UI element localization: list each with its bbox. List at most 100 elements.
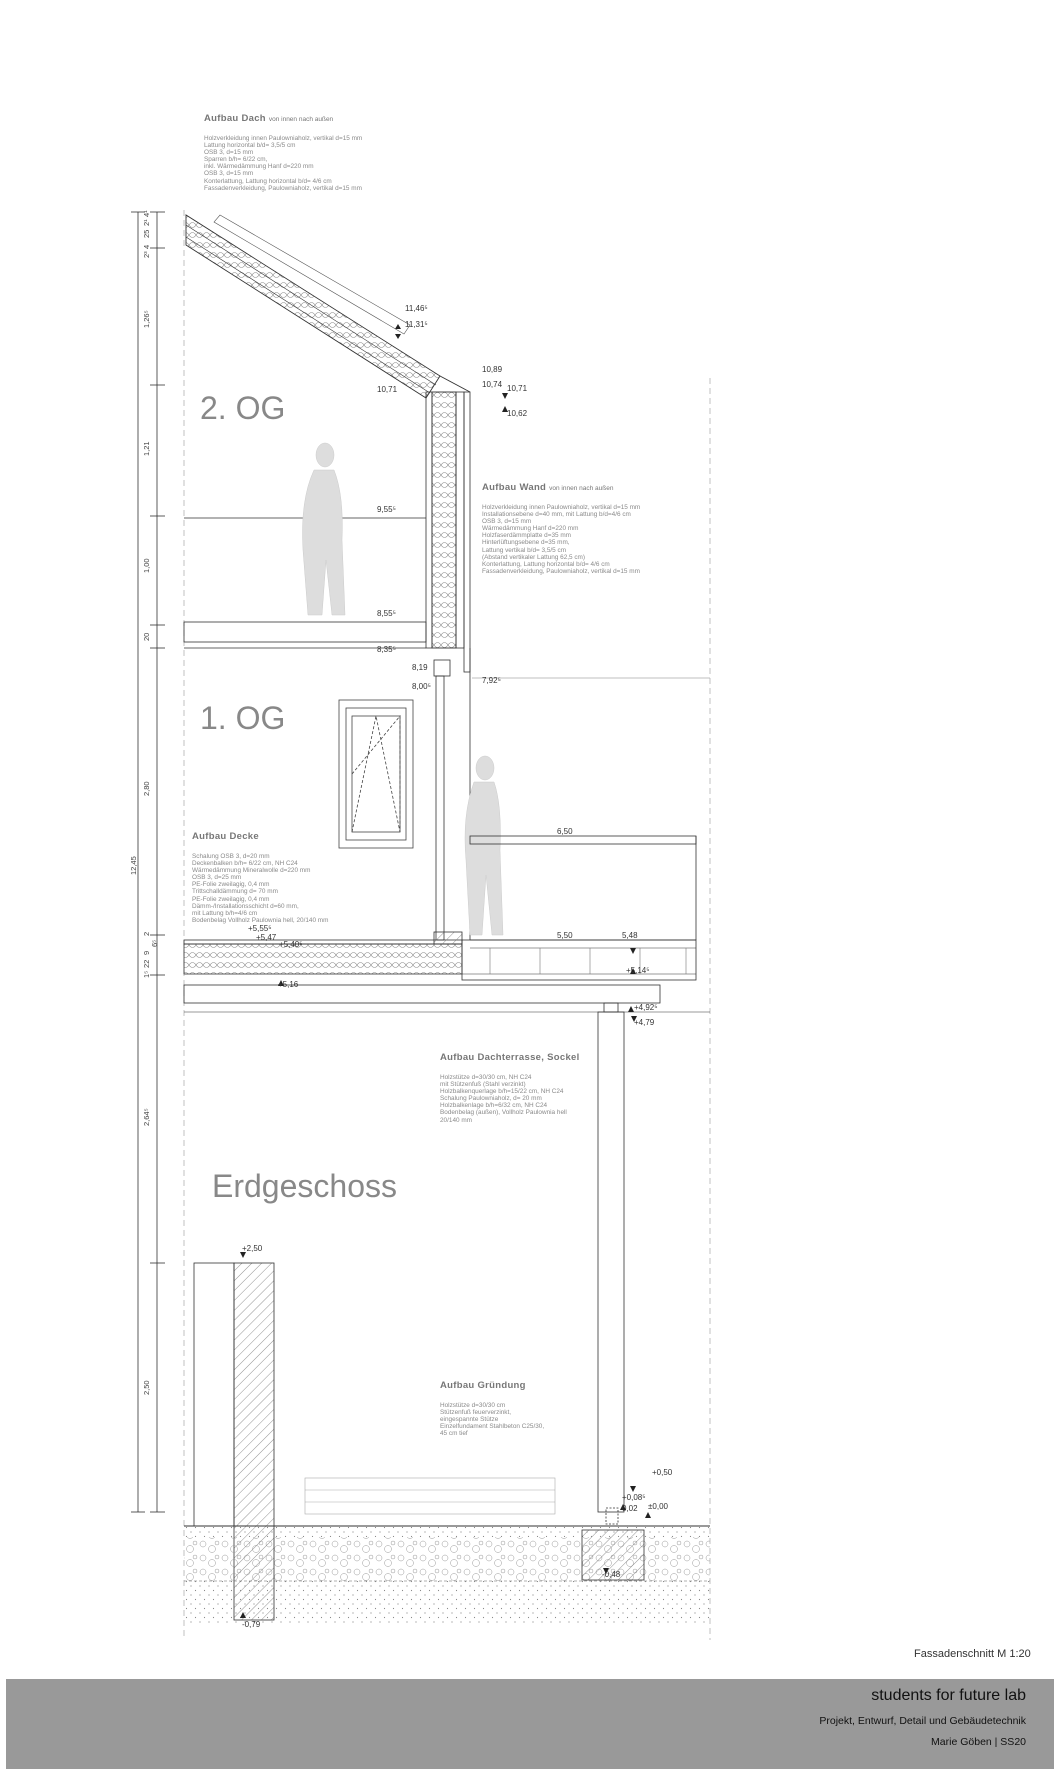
- block-line: OSB 3, d=25 mm: [192, 874, 242, 882]
- block-line: eingespannte Stütze: [440, 1416, 499, 1424]
- level-label: 5,50: [557, 931, 573, 940]
- block-line: Fassadenverkleidung, Paulowniaholz, vert…: [482, 567, 640, 575]
- level-label: 10,74: [482, 380, 503, 389]
- window: [338, 699, 414, 849]
- dim-label: 20: [142, 632, 151, 641]
- dim-label: 2,50: [142, 1380, 151, 1395]
- block-line: Holzbalkenquerlage b/h=15/22 cm, NH C24: [440, 1088, 564, 1096]
- level-label: +0,08⁵: [622, 1493, 646, 1502]
- level-label: +5,14⁵: [626, 966, 650, 975]
- level-label: 9,55⁵: [377, 505, 396, 514]
- dim-label: 9: [142, 950, 151, 955]
- level-label: 8,35⁵: [377, 645, 396, 654]
- block-line: Installationsebene d=40 mm, mit Lattung …: [482, 511, 631, 519]
- level-label: +0,50: [652, 1468, 673, 1477]
- block-line: Schalung OSB 3, d=20 mm: [192, 853, 270, 860]
- level-label: -0,79: [242, 1620, 261, 1629]
- level-label: 8,19: [412, 663, 428, 672]
- lab-name: students for future lab: [871, 1687, 1026, 1704]
- dim-label: 6⁵: [150, 939, 159, 947]
- block-line: mit Stützenfuß (Stahl verzinkt): [440, 1081, 526, 1089]
- level-label: ±0,00: [648, 1502, 668, 1511]
- dim-label: 2¹: [142, 219, 151, 226]
- dim-label: 4: [142, 244, 151, 249]
- drawing-scale: Fassadenschnitt M 1:20: [914, 1648, 1031, 1660]
- block-line: OSB 3, d=15 mm: [204, 170, 254, 178]
- dim-label: 2³: [142, 251, 151, 258]
- human-figure-icon: [302, 442, 504, 936]
- block-line: Deckenbalken b/h= 6/22 cm, NH C24: [192, 860, 298, 868]
- level-label: 7,92⁵: [482, 676, 501, 685]
- dim-label: 2: [142, 931, 151, 936]
- block-line: Lattung vertikal b/d= 3,5/5 cm: [482, 546, 567, 554]
- dim-label: 25: [142, 229, 151, 238]
- block-line: Konterlattung, Lattung horizontal b/d= 4…: [482, 560, 610, 568]
- floor-label-2og: 2. OG: [200, 390, 286, 426]
- level-label: 10,71: [377, 385, 398, 394]
- block-line: Trittschalldämmung d= 70 mm: [192, 888, 278, 896]
- timber-column: [597, 1002, 625, 1525]
- dim-label: 1⁵: [142, 970, 151, 978]
- block-line: PE-Folie zweilagig, 0,4 mm: [192, 881, 270, 889]
- block-line: inkl. Wärmedämmung Hanf d=220 mm: [204, 163, 314, 171]
- block-line: Bodenbelag (außen), Vollholz Paulownia h…: [440, 1109, 567, 1117]
- block-line: (Abstand vertikaler Lattung 62,5 cm): [482, 553, 586, 561]
- level-label: +5,40⁵: [279, 940, 303, 949]
- level-label: 8,00⁵: [412, 682, 431, 691]
- block-line: Stützenfuß feuerverzinkt,: [440, 1409, 512, 1417]
- block-lines: Holzverkleidung innen Paulowniaholz, ver…: [204, 135, 362, 192]
- course-name: Projekt, Entwurf, Detail und Gebäudetech…: [819, 1715, 1026, 1727]
- level-label: 5,48: [622, 931, 638, 940]
- level-label: +5,47: [256, 933, 277, 942]
- block-lines: Holzverkleidung innen Paulowniaholz, ver…: [482, 504, 640, 575]
- block-wand: Aufbau Wand von innen nach außen Holzver…: [482, 482, 640, 575]
- block-line: Fassadenverkleidung, Paulowniaholz, vert…: [204, 184, 362, 192]
- title-block: students for future lab Projekt, Entwurf…: [6, 1679, 1054, 1769]
- dim-label: 1,26⁵: [142, 310, 151, 328]
- block-title: Aufbau Dachterrasse, Sockel: [440, 1052, 580, 1063]
- block-line: Holzstütze d=30/30 cm: [440, 1402, 506, 1409]
- block-line: Wärmedämmung Hanf d=220 mm: [482, 525, 579, 533]
- block-line: OSB 3, d=15 mm: [204, 149, 254, 157]
- terrace-railing: [469, 677, 710, 941]
- level-label: +4,92⁵: [634, 1003, 658, 1012]
- author: Marie Göben | SS20: [931, 1736, 1026, 1748]
- level-markers: [240, 324, 651, 1618]
- level-label: 11,46⁵: [405, 304, 428, 313]
- upper-wall: [425, 391, 471, 941]
- level-label: 10,89: [482, 365, 503, 374]
- block-title: Aufbau Decke: [192, 831, 259, 842]
- block-title: Aufbau Gründung: [440, 1380, 526, 1391]
- dim-label: 22: [142, 959, 151, 968]
- block-line: Hinterlüftungsebene d=35 mm,: [482, 539, 570, 547]
- level-label: -0,48: [602, 1570, 621, 1579]
- axis-lines: [183, 210, 711, 1640]
- block-line: Bodenbelag Vollholz Paulownia hell, 20/1…: [192, 916, 329, 924]
- level-label: +4,79: [634, 1018, 655, 1027]
- block-line: Einzelfundament Stahlbeton C25/30,: [440, 1423, 545, 1431]
- upper-slab: [183, 517, 427, 649]
- block-line: 20/140 mm: [440, 1116, 472, 1124]
- floor-label-1og: 1. OG: [200, 700, 286, 736]
- block-line: Schalung Paulowniaholz, d= 20 mm: [440, 1095, 542, 1103]
- level-label: +2,50: [242, 1244, 263, 1253]
- block-line: Holzverkleidung innen Paulowniaholz, ver…: [482, 504, 641, 511]
- level-label: 10,62: [507, 409, 528, 418]
- block-line: Holzfaserdämmplatte d=35 mm: [482, 532, 571, 540]
- dim-label: 12,45: [129, 856, 138, 875]
- block-terrasse: Aufbau Dachterrasse, Sockel Holzstütze d…: [440, 1052, 580, 1124]
- dim-label: 2,80: [142, 781, 151, 796]
- block-line: Holzbalkenlage b/h=6/32 cm, NH C24: [440, 1102, 548, 1110]
- section-drawing: [131, 210, 711, 1640]
- block-line: Holzstütze d=30/30 cm, NH C24: [440, 1074, 532, 1081]
- level-label: 10,71: [507, 384, 528, 393]
- block-line: mit Lattung b/h=4/6 cm: [192, 909, 258, 917]
- block-title: Aufbau Wand von innen nach außen: [482, 482, 614, 493]
- ground: [184, 1525, 710, 1625]
- bench: [304, 1477, 556, 1515]
- block-line: Dämm-/Installationsschicht d=60 mm,: [192, 902, 299, 910]
- level-label: 8,55⁵: [377, 609, 396, 618]
